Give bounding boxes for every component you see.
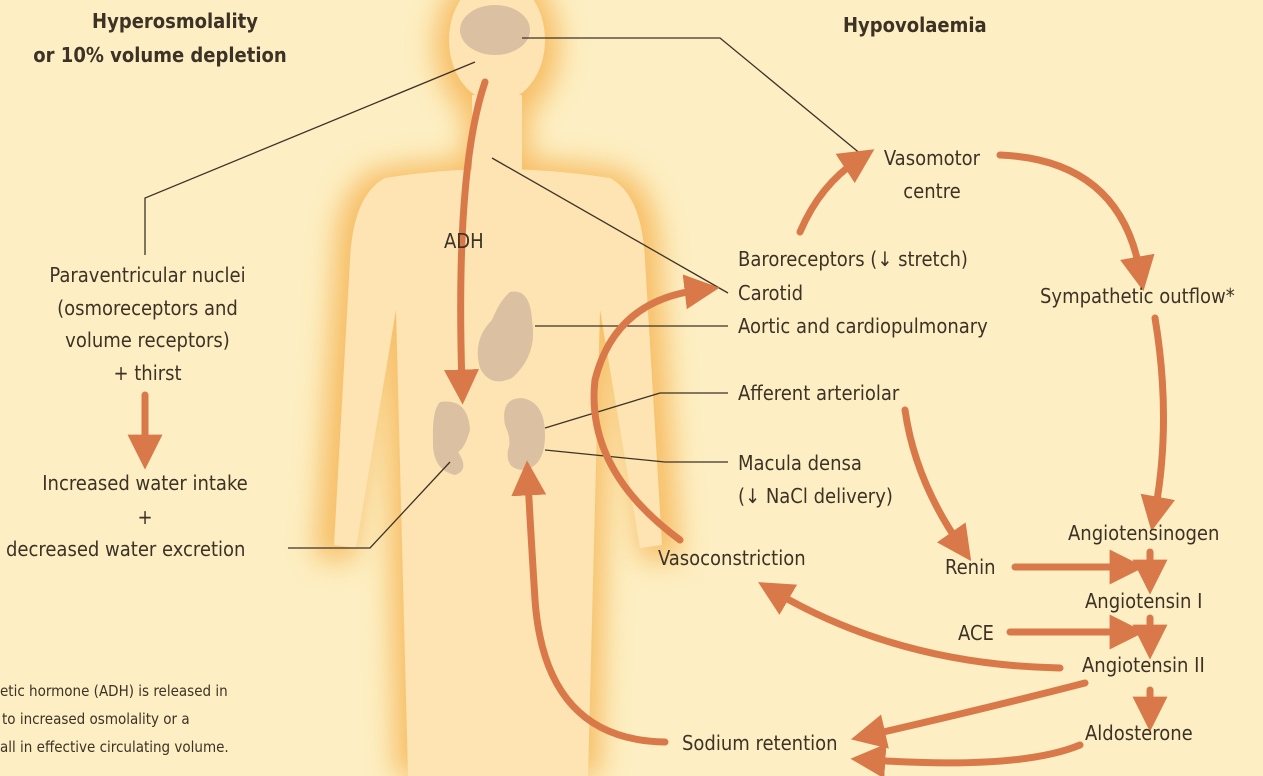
arrow-sympathetic-to-angiotensinogen — [1155, 318, 1164, 512]
aldosterone-label: Aldosterone — [1085, 720, 1193, 746]
paraventricular-label: volume receptors) — [20, 327, 275, 353]
ace-label: ACE — [958, 620, 994, 646]
plus-label: + — [10, 504, 280, 530]
caption-line: to increased osmolality or a — [2, 708, 190, 730]
vasoconstriction-label: Vasoconstriction — [658, 545, 806, 571]
renin-label: Renin — [945, 554, 996, 580]
caption-line: all in effective circulating volume. — [0, 736, 229, 758]
brain-organ — [460, 5, 530, 55]
header-hyperosmolality: Hyperosmolality — [50, 8, 300, 34]
right-kidney-organ — [504, 398, 545, 470]
arrow-afferent-to-renin — [905, 410, 960, 545]
water-intake-label: Increased water intake — [10, 470, 280, 496]
baroreceptors-label: Baroreceptors (↓ stretch) — [738, 246, 968, 272]
angiotensin-2-label: Angiotensin II — [1082, 652, 1205, 678]
body-silhouette — [315, 0, 680, 776]
line-brain-to-vasomotor — [522, 38, 862, 155]
angiotensinogen-label: Angiotensinogen — [1068, 520, 1219, 546]
arrow-baroreceptors-to-vasomotor — [800, 160, 858, 232]
caption-line: etic hormone (ADH) is released in — [0, 680, 228, 702]
angiotensin-1-label: Angiotensin I — [1085, 588, 1202, 614]
carotid-label: Carotid — [738, 280, 803, 306]
header-volume-depletion: or 10% volume depletion — [20, 42, 300, 68]
paraventricular-label: Paraventricular nuclei — [20, 262, 275, 288]
arrow-aldosterone-to-sodium-retention — [870, 745, 1080, 763]
vasomotor-label: centre — [862, 178, 1002, 204]
arrow-angiotensin2-to-sodium-retention — [870, 683, 1085, 735]
adh-label: ADH — [444, 228, 484, 254]
water-excretion-label: decreased water excretion — [6, 536, 245, 562]
header-hypovolaemia: Hypovolaemia — [843, 12, 987, 38]
arrow-vasomotor-to-sympathetic — [1000, 155, 1140, 272]
afferent-label: Afferent arteriolar — [738, 380, 899, 406]
sympathetic-label: Sympathetic outflow* — [1040, 283, 1235, 309]
vasomotor-label: Vasomotor — [862, 145, 1002, 171]
thirst-label: + thirst — [20, 360, 275, 386]
nacl-delivery-label: (↓ NaCl delivery) — [738, 483, 893, 509]
aortic-label: Aortic and cardiopulmonary — [738, 313, 988, 339]
sodium-retention-label: Sodium retention — [682, 730, 838, 756]
macula-densa-label: Macula densa — [738, 450, 862, 476]
paraventricular-label: (osmoreceptors and — [20, 295, 275, 321]
